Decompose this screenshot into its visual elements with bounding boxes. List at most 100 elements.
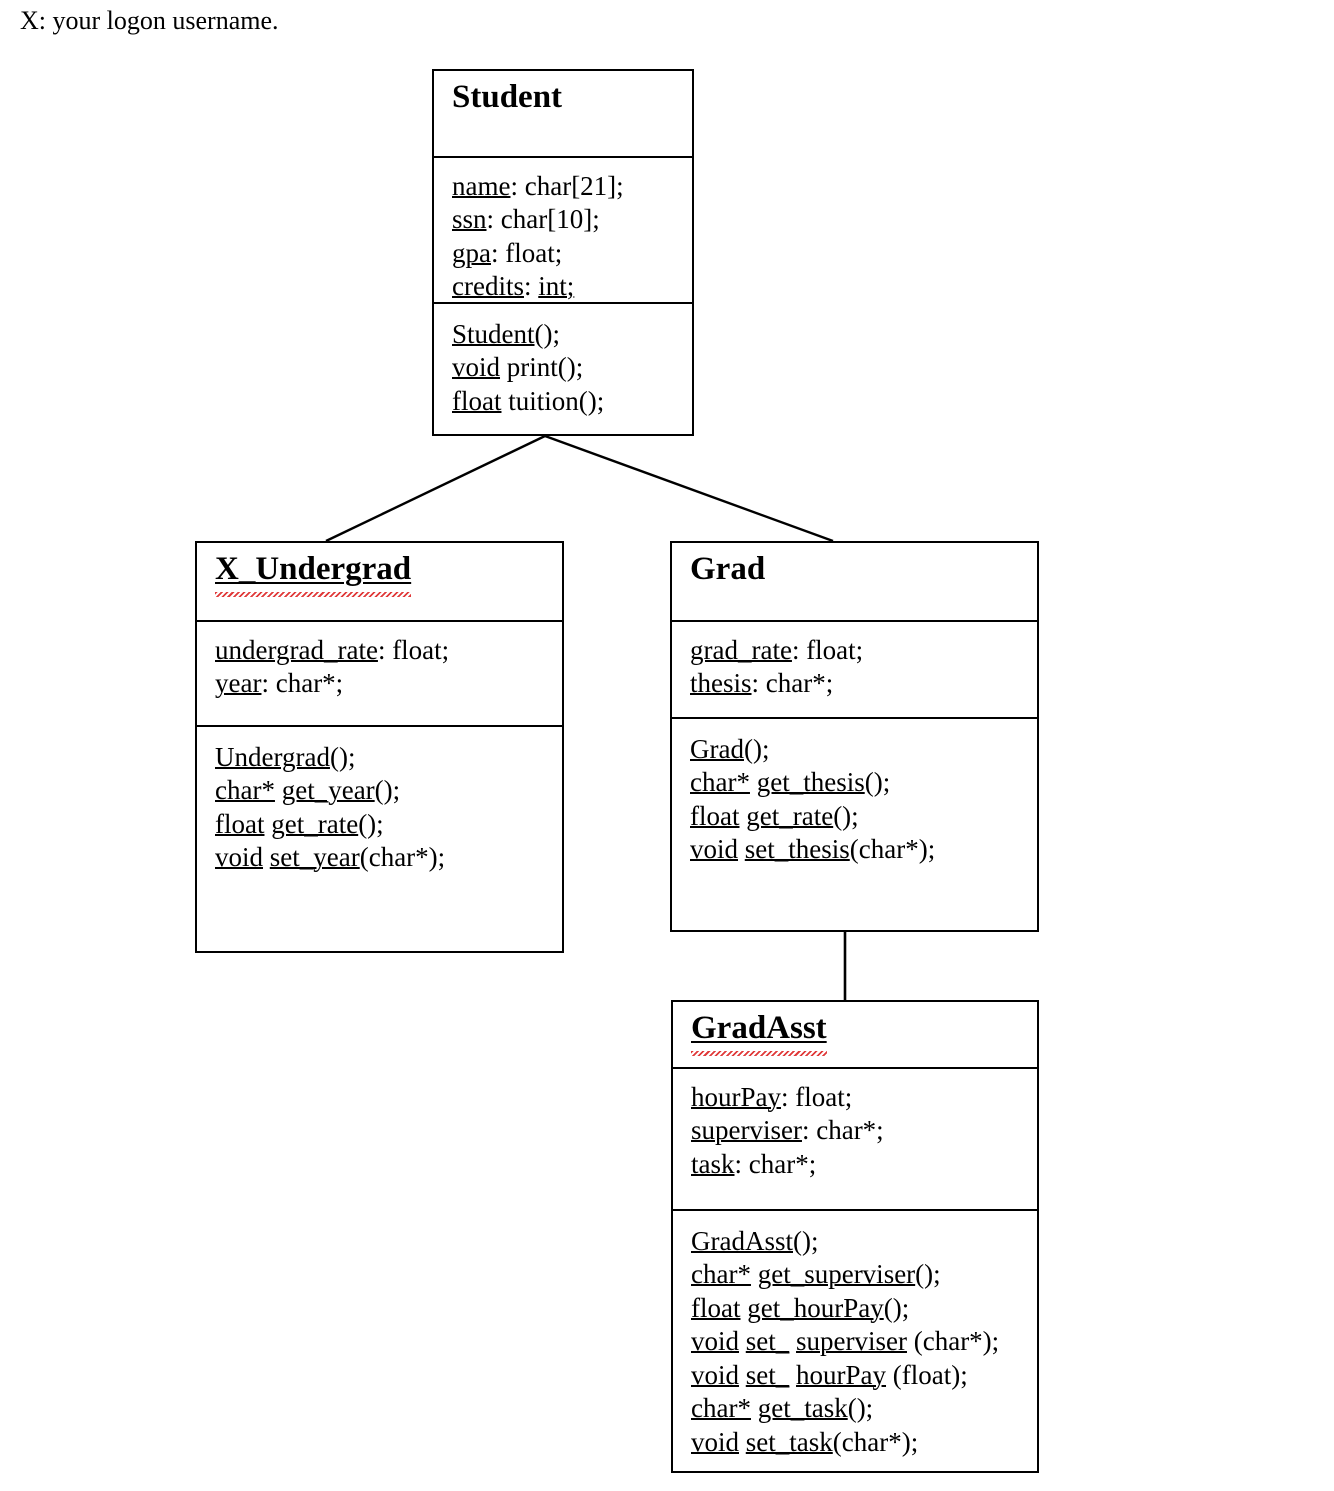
attribute-type-token: : char[21]; bbox=[510, 171, 624, 201]
method-sig-token bbox=[739, 1326, 746, 1356]
method-sig-token: (float); bbox=[886, 1359, 968, 1390]
class-name-wrap-student: Student bbox=[452, 79, 562, 116]
method-name-token: get_year bbox=[281, 775, 375, 806]
method-sig-token: (); bbox=[793, 1225, 819, 1256]
method-row: char* get_superviser(); bbox=[691, 1258, 1037, 1291]
method-return-token: void bbox=[691, 1426, 740, 1457]
method-name-token: hourPay bbox=[796, 1359, 887, 1390]
method-return-token: float bbox=[690, 800, 740, 831]
method-return-token: void bbox=[215, 842, 264, 873]
method-name-token: get_hourPay bbox=[747, 1292, 884, 1323]
method-row: float get_rate(); bbox=[215, 808, 562, 841]
attribute-type-token: : char*; bbox=[801, 1115, 884, 1146]
class-methods-compartment-grad: Grad(); char* get_thesis(); float get_ra… bbox=[672, 719, 1037, 879]
class-name-wrap-gradasst: GradAsst bbox=[691, 1010, 827, 1056]
method-row: Undergrad(); bbox=[215, 741, 562, 774]
attribute-type-token: : char*; bbox=[734, 1148, 817, 1179]
method-sig-token: (char*); bbox=[832, 1426, 919, 1457]
attribute-name-token: credits bbox=[452, 271, 524, 302]
method-return-token: char* bbox=[691, 1259, 751, 1290]
method-row: char* get_thesis(); bbox=[690, 766, 1037, 799]
class-box-grad[interactable]: Grad grad_rate: float; thesis: char*; Gr… bbox=[670, 541, 1039, 932]
connector-student-undergrad bbox=[325, 434, 546, 543]
method-sig-token bbox=[739, 1427, 746, 1457]
method-sig-token: (); bbox=[743, 734, 770, 764]
attribute-row: ssn: char[10]; bbox=[452, 203, 692, 236]
method-sig-token bbox=[738, 834, 745, 864]
class-name-wrap-undergrad: X_Undergrad bbox=[215, 551, 412, 597]
attribute-name-token: hourPay bbox=[691, 1081, 781, 1112]
method-sig-token: (); bbox=[534, 319, 560, 349]
method-name-token: set_task bbox=[745, 1426, 833, 1457]
attribute-type-token: : char*; bbox=[261, 668, 344, 699]
method-sig-token: (char*); bbox=[849, 834, 936, 865]
method-row: void set_task(char*); bbox=[691, 1426, 1037, 1459]
class-box-gradasst[interactable]: GradAsst hourPay: float; superviser: cha… bbox=[671, 1000, 1039, 1473]
class-title-compartment-gradasst: GradAsst bbox=[673, 1002, 1037, 1069]
method-name-token: get_rate bbox=[271, 808, 359, 839]
connector-student-grad bbox=[544, 434, 834, 543]
method-sig-token: print(); bbox=[500, 352, 584, 383]
class-attributes-compartment-gradasst: hourPay: float; superviser: char*; task:… bbox=[673, 1069, 1037, 1211]
attribute-row: year: char*; bbox=[215, 667, 562, 700]
class-methods-compartment-undergrad: Undergrad(); char* get_year(); float get… bbox=[197, 727, 562, 887]
method-setter-prefix: set_ bbox=[745, 1359, 790, 1390]
method-name-token: set_year bbox=[269, 842, 360, 873]
attribute-row: credits: int; bbox=[452, 270, 692, 303]
method-row: void set_ hourPay (float); bbox=[691, 1359, 1037, 1392]
attribute-name-token: ssn bbox=[452, 204, 487, 235]
method-sig-token bbox=[739, 1360, 746, 1390]
attribute-row: name: char[21]; bbox=[452, 170, 692, 203]
method-sig-token: (); bbox=[358, 808, 384, 839]
class-name-wrap-grad: Grad bbox=[690, 551, 765, 588]
attribute-type-token: : float; bbox=[791, 635, 864, 665]
attribute-name-token: gpa bbox=[452, 237, 491, 268]
method-return-token: void bbox=[452, 352, 501, 383]
spellcheck-squiggle bbox=[215, 591, 412, 597]
class-methods-compartment-gradasst: GradAsst(); char* get_superviser(); floa… bbox=[673, 1211, 1037, 1471]
class-box-student[interactable]: Student name: char[21]; ssn: char[10]; g… bbox=[432, 69, 694, 436]
method-return-token: float bbox=[452, 385, 502, 416]
method-row: Grad(); bbox=[690, 733, 1037, 766]
method-name-token: Student bbox=[452, 319, 535, 349]
class-box-undergrad[interactable]: X_Undergrad undergrad_rate: float; year:… bbox=[195, 541, 564, 953]
method-setter-prefix: set_ bbox=[745, 1326, 790, 1357]
method-return-token: void bbox=[690, 834, 739, 865]
method-row: void set_ superviser (char*); bbox=[691, 1325, 1037, 1358]
method-name-token: get_superviser bbox=[757, 1259, 916, 1290]
method-sig-token: (); bbox=[847, 1393, 874, 1424]
class-attributes-compartment-undergrad: undergrad_rate: float; year: char*; bbox=[197, 622, 562, 727]
attribute-row: task: char*; bbox=[691, 1148, 1037, 1181]
attribute-row: superviser: char*; bbox=[691, 1114, 1037, 1147]
method-sig-token bbox=[751, 1393, 758, 1423]
class-name-gradasst: GradAsst bbox=[691, 1010, 827, 1046]
attribute-name-token: thesis bbox=[690, 668, 752, 699]
method-sig-token bbox=[789, 1360, 796, 1390]
class-title-compartment-student: Student bbox=[434, 71, 692, 158]
method-row: GradAsst(); bbox=[691, 1225, 1037, 1258]
method-return-token: void bbox=[691, 1359, 740, 1390]
method-return-token: char* bbox=[215, 775, 275, 806]
method-row: void set_thesis(char*); bbox=[690, 833, 1037, 866]
attribute-row: undergrad_rate: float; bbox=[215, 634, 562, 667]
header-note: X: your logon username. bbox=[20, 6, 279, 35]
attribute-type-token: : float; bbox=[377, 635, 450, 665]
method-row: char* get_task(); bbox=[691, 1392, 1037, 1425]
method-sig-token: (); bbox=[329, 742, 356, 772]
class-name-grad: Grad bbox=[690, 551, 766, 587]
attribute-type-token: : char[10]; bbox=[486, 204, 600, 235]
method-sig-token: (); bbox=[864, 767, 891, 798]
method-sig-token: (char*); bbox=[359, 842, 446, 873]
method-sig-token: (char*); bbox=[906, 1326, 1000, 1357]
attribute-type-token: : float; bbox=[781, 1081, 853, 1112]
method-name-token: Undergrad bbox=[215, 742, 330, 772]
class-attributes-compartment-student: name: char[21]; ssn: char[10]; gpa: floa… bbox=[434, 158, 692, 304]
method-sig-token bbox=[789, 1326, 796, 1356]
method-sig-token: (); bbox=[374, 775, 401, 806]
attribute-row: hourPay: float; bbox=[691, 1081, 1037, 1114]
attribute-name-token: name bbox=[452, 171, 511, 201]
method-sig-token: (); bbox=[915, 1259, 941, 1290]
method-row: void print(); bbox=[452, 351, 692, 384]
method-name-token: get_rate bbox=[746, 800, 834, 831]
